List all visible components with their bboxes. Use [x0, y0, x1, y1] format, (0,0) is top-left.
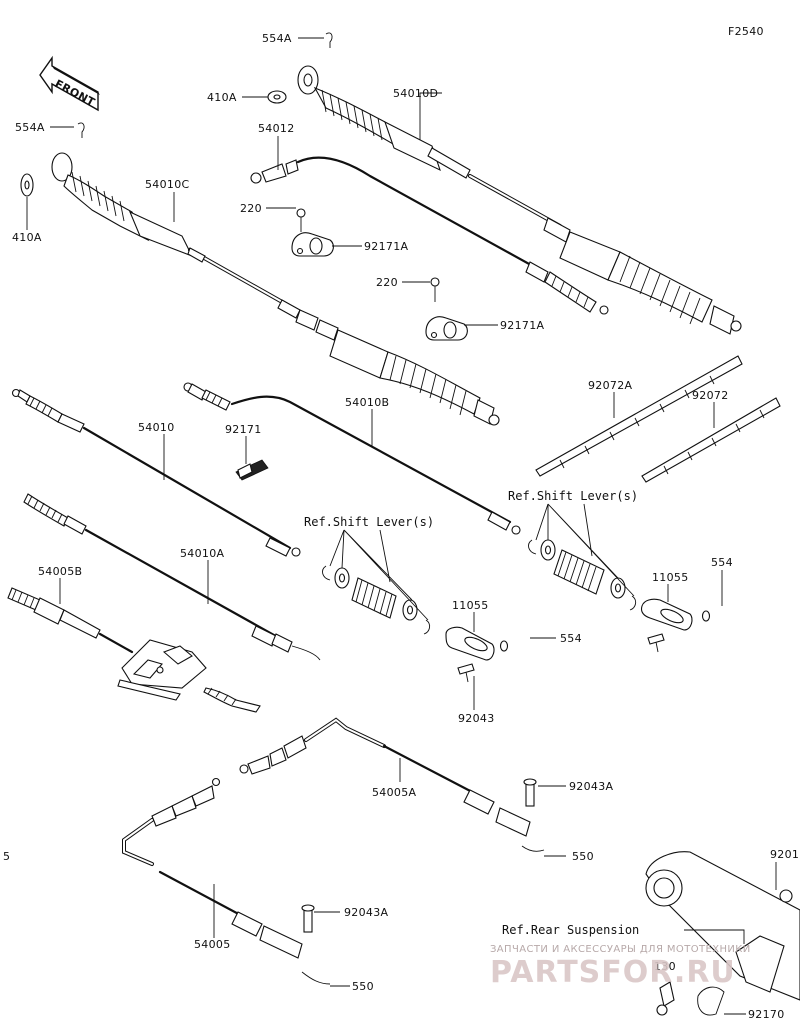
edge-number: 5 — [3, 850, 10, 863]
callout-554-left: 554 — [560, 632, 582, 645]
callout-554-right: 554 — [711, 556, 733, 569]
callout-54005B: 54005B — [38, 565, 82, 578]
callout-92072: 92072 — [692, 389, 729, 402]
cable-54005B — [7, 587, 134, 654]
clip-92171 — [235, 459, 269, 481]
callout-410A-left: 410A — [12, 231, 42, 244]
callout-labels: 554A 410A 54010D 54012 554A 410A 54010C … — [3, 32, 799, 1021]
cable-tie-92072A — [535, 355, 743, 477]
callout-130: 130 — [654, 960, 676, 973]
callout-92171A-a: 92171A — [364, 240, 408, 253]
callout-92072A: 92072A — [588, 379, 632, 392]
ref-shift-lever-left: Ref.Shift Lever(s) — [304, 515, 434, 529]
callout-54012: 54012 — [258, 122, 295, 135]
callout-54005: 54005 — [194, 938, 231, 951]
cable-54010B — [183, 382, 521, 535]
cable-54010D — [267, 65, 742, 335]
cable-54012 — [250, 156, 609, 315]
callout-54010C: 54010C — [145, 178, 189, 191]
cable-54005A — [239, 717, 545, 852]
shift-lever-parts-left — [322, 565, 509, 683]
callout-92043A-a: 92043A — [569, 780, 613, 793]
callout-54005A: 54005A — [372, 786, 416, 799]
watermark-line2: PARTSFOR.RU — [490, 955, 736, 990]
cable-54010A — [23, 493, 321, 661]
callout-54010D: 54010D — [393, 87, 438, 100]
front-arrow-icon: FRONT — [39, 55, 100, 112]
cable-54005 — [122, 777, 331, 985]
cotter-pin-554A-left — [77, 122, 85, 138]
callout-92170: 92170 — [748, 1008, 785, 1021]
callout-554A-left: 554A — [15, 121, 45, 134]
callout-410A-top: 410A — [207, 91, 237, 104]
ref-shift-lever-right: Ref.Shift Lever(s) — [508, 489, 638, 503]
watermark-line1: ЗАПЧАСТИ И АКСЕССУАРЫ ДЛЯ МОТОТЕХНИКИ — [490, 944, 751, 955]
callout-220-a: 220 — [240, 202, 262, 215]
callout-54010B: 54010B — [345, 396, 389, 409]
ref-rear-suspension: Ref.Rear Suspension — [502, 923, 639, 937]
callout-11055-left: 11055 — [452, 599, 489, 612]
callout-220-b: 220 — [376, 276, 398, 289]
callout-550-a: 550 — [572, 850, 594, 863]
callout-54010: 54010 — [138, 421, 175, 434]
clamp-92171A-lower — [425, 277, 468, 341]
figure-code: F2540 — [728, 25, 764, 38]
shift-bracket — [117, 639, 207, 701]
shift-lever-parts-right — [528, 539, 711, 653]
callout-92171A-b: 92171A — [500, 319, 544, 332]
spring-assembly — [203, 687, 261, 713]
rear-suspension-bracket — [645, 851, 800, 1016]
callout-54010A: 54010A — [180, 547, 224, 560]
callout-9201: 9201 — [770, 848, 799, 861]
callout-92043: 92043 — [458, 712, 495, 725]
callout-92171: 92171 — [225, 423, 262, 436]
cable-54010 — [11, 388, 301, 557]
callout-11055-right: 11055 — [652, 571, 689, 584]
callout-554A-top: 554A — [262, 32, 292, 45]
cotter-pin-554A-top — [325, 32, 333, 48]
clamp-92171A-upper — [291, 208, 334, 257]
cable-tie-92072 — [641, 397, 781, 483]
callout-550-b: 550 — [352, 980, 374, 993]
cable-54010C — [20, 152, 500, 426]
leader-lines — [26, 37, 777, 1015]
callout-92043A-b: 92043A — [344, 906, 388, 919]
